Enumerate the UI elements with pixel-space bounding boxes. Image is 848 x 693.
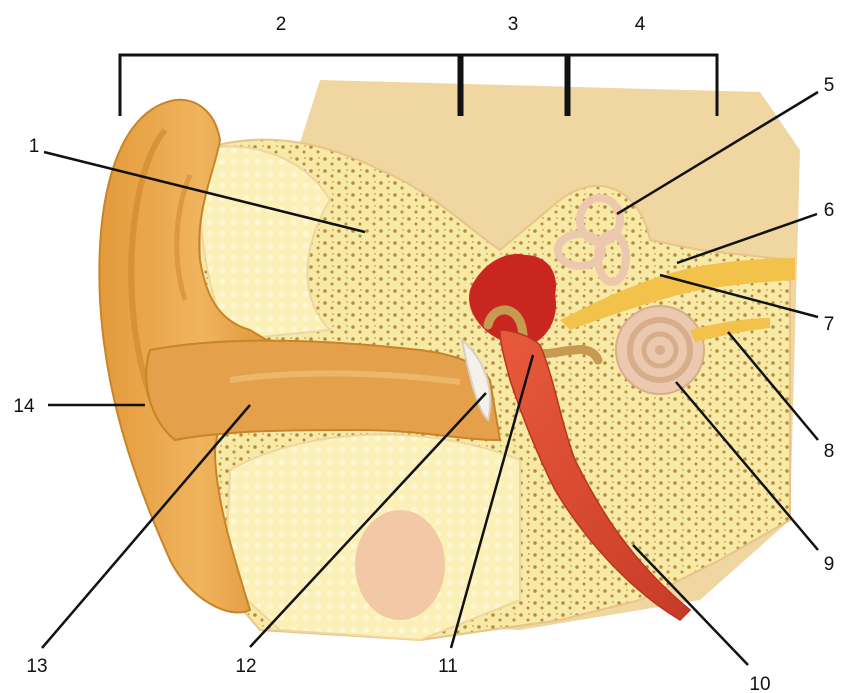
callout-7: 7 xyxy=(824,314,835,335)
region-number-middle: 3 xyxy=(508,14,519,35)
callout-13: 13 xyxy=(26,656,47,677)
callout-14: 14 xyxy=(13,396,35,417)
region-number-inner: 4 xyxy=(635,14,646,35)
region-number-outer: 2 xyxy=(276,14,287,35)
parotid-lobe xyxy=(355,510,445,620)
cochlea xyxy=(616,306,704,394)
callout-12: 12 xyxy=(235,656,256,677)
callout-5: 5 xyxy=(824,75,835,96)
callout-11: 11 xyxy=(438,656,458,677)
callout-8: 8 xyxy=(824,441,835,462)
callout-6: 6 xyxy=(824,200,835,221)
callout-9: 9 xyxy=(824,554,835,575)
callout-10: 10 xyxy=(749,674,770,693)
ear-canal xyxy=(146,341,500,440)
callout-1: 1 xyxy=(29,136,40,157)
